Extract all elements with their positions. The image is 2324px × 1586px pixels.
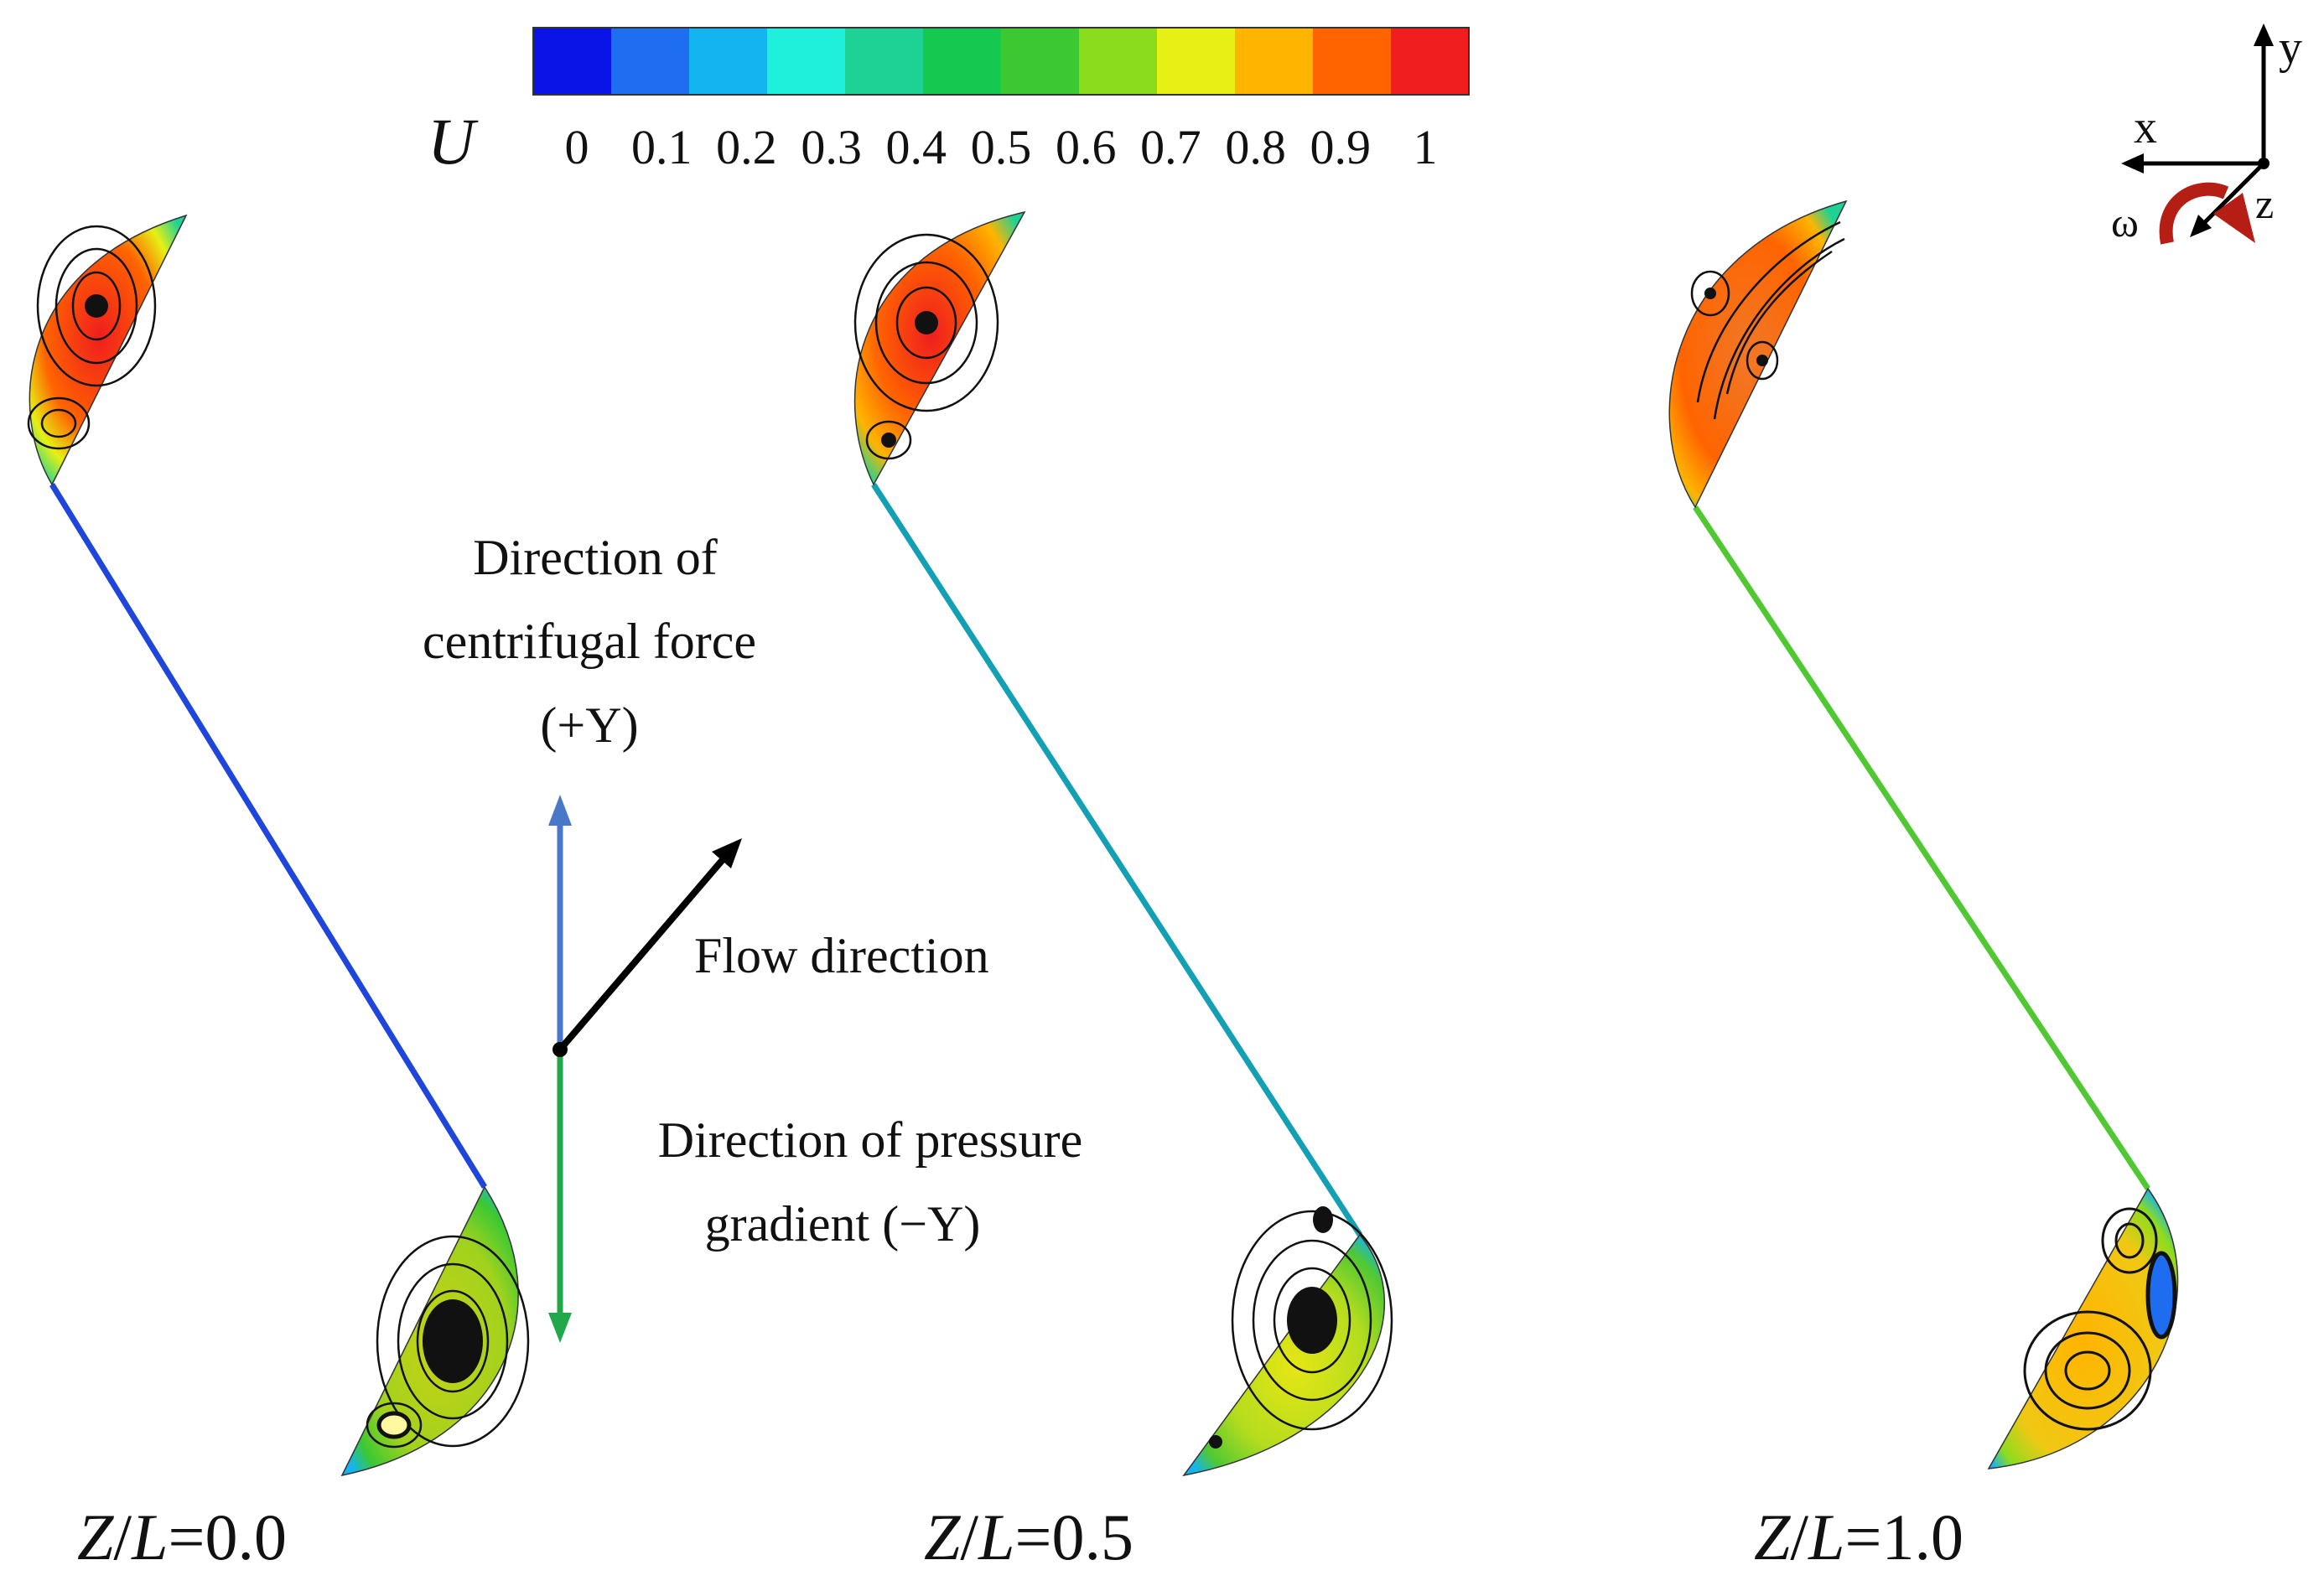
- centrifugal-label-line-1: Direction of: [473, 530, 718, 585]
- panel-3-upper-vortex-left: [1704, 288, 1716, 299]
- colorbar-tick-label: 0.3: [801, 120, 862, 174]
- colorbar-tick-label: 0.9: [1310, 120, 1372, 174]
- panel-1-lower-small-vortex: [376, 1411, 412, 1439]
- panel-1-lower-streamlines: [366, 1235, 530, 1449]
- colorbar-symbol: U: [428, 105, 479, 178]
- colorbar-cell: [533, 28, 612, 95]
- panel-3-upper-flange: [1668, 200, 1848, 509]
- omega-label: ω: [2111, 199, 2139, 246]
- pressure-label-line-1: Direction of pressure: [658, 1112, 1082, 1168]
- panel-2-lower-streamlines: [1231, 1210, 1393, 1431]
- panel-3-lower-flange: [1987, 1187, 2179, 1469]
- z-axis-label: z: [2255, 180, 2274, 227]
- panel-3-web: [1693, 505, 2150, 1190]
- colorbar-cell: [845, 28, 924, 95]
- colorbar-tick-label: 0: [565, 120, 589, 174]
- colorbar-tick-labels: 0 0.1 0.2 0.3 0.4 0.5 0.6 0.7 0.8 0.9 1: [565, 120, 1438, 174]
- colorbar-tick-label: 0.6: [1056, 120, 1117, 174]
- colorbar-tick-label: 0.1: [631, 120, 693, 174]
- axes-origin: [2258, 158, 2270, 169]
- pressure-label-line-2: gradient (−Y): [705, 1196, 981, 1252]
- panel-2-upper-vortex-core: [915, 311, 938, 334]
- colorbar-cell: [689, 28, 768, 95]
- colorbar-cell: [1391, 28, 1470, 95]
- colorbar-cell: [1001, 28, 1080, 95]
- panel-zl-0-0: [27, 214, 530, 1477]
- colorbar-tick-label: 0.8: [1225, 120, 1286, 174]
- colorbar-tick-label: 0.2: [716, 120, 777, 174]
- direction-annotations: Direction of centrifugal force (+Y) Flow…: [423, 530, 1082, 1343]
- x-axis-label: x: [2134, 101, 2157, 153]
- colorbar-frame: [532, 27, 1470, 96]
- flow-direction-arrow: [557, 854, 729, 1052]
- colorbar-cell: [1313, 28, 1392, 95]
- colorbar-cell: [767, 28, 846, 95]
- flow-direction-arrowhead: [712, 838, 742, 868]
- panel-1-upper-vortex-core: [85, 294, 108, 318]
- colorbar-cell: [923, 28, 1002, 95]
- colorbar-cell: [1157, 28, 1236, 95]
- panel-2-upper-flange: [853, 210, 1026, 486]
- pressure-gradient-arrowhead: [548, 1313, 572, 1343]
- colorbar-cell: [1079, 28, 1158, 95]
- panel-3-upper-vortex-right: [1756, 355, 1768, 366]
- caption-panel-2: Z/L=0.5: [924, 1500, 1133, 1573]
- caption-panel-3: Z/L=1.0: [1754, 1500, 1963, 1573]
- centrifugal-label-line-2: centrifugal force: [423, 614, 756, 669]
- caption-panel-1: Z/L=0.0: [77, 1500, 287, 1573]
- x-axis-arrowhead: [2121, 153, 2144, 174]
- panel-3-upper-streamlines: [1690, 220, 1845, 420]
- panel-1-upper-flange: [29, 214, 188, 486]
- rotation-arrowhead-icon: [2213, 193, 2255, 243]
- panel-1-upper-streamlines: [27, 225, 157, 450]
- y-axis-label: y: [2279, 22, 2302, 74]
- z-axis-line: [2199, 162, 2265, 228]
- panel-3-lower-streamlines: [2023, 1207, 2158, 1431]
- panel-zl-0-5: [853, 210, 1393, 1477]
- colorbar-tick-label: 1: [1414, 120, 1438, 174]
- panel-captions: Z/L=0.0 Z/L=0.5 Z/L=1.0: [77, 1500, 1963, 1573]
- panel-2-upper-streamlines: [853, 233, 999, 460]
- z-axis-arrowhead: [2190, 215, 2212, 237]
- colorbar-tick-label: 0.5: [971, 120, 1032, 174]
- centrifugal-force-arrowhead: [548, 795, 572, 826]
- panel-2-lower-corner-vortex: [1313, 1206, 1333, 1233]
- panel-3-lower-low-velocity-region: [2145, 1251, 2177, 1340]
- arrow-origin: [552, 1042, 568, 1057]
- colorbar-tick-label: 0.7: [1140, 120, 1201, 174]
- colorbar-cells: [533, 28, 1470, 95]
- panel-1-web: [49, 483, 487, 1189]
- rotation-arrow-icon: [2159, 182, 2229, 245]
- flow-direction-label: Flow direction: [694, 928, 989, 983]
- colorbar-tick-label: 0.4: [886, 120, 947, 174]
- panel-2-lower-vortex-core: [1287, 1287, 1337, 1354]
- y-axis-arrowhead: [2254, 23, 2274, 46]
- panel-1-lower-vortex-core: [423, 1299, 483, 1383]
- colorbar-cell: [611, 28, 690, 95]
- colorbar-cell: [1235, 28, 1314, 95]
- axes-triad: y x z ω: [2111, 22, 2302, 246]
- panel-2-web: [871, 483, 1362, 1236]
- centrifugal-label-line-3: (+Y): [540, 697, 638, 753]
- panel-zl-1-0: [1668, 200, 2179, 1469]
- panel-2-lower-small-vortex: [1209, 1435, 1222, 1449]
- colorbar: 0 0.1 0.2 0.3 0.4 0.5 0.6 0.7 0.8 0.9 1 U: [428, 27, 1470, 178]
- panel-2-upper-small-vortex: [881, 433, 896, 448]
